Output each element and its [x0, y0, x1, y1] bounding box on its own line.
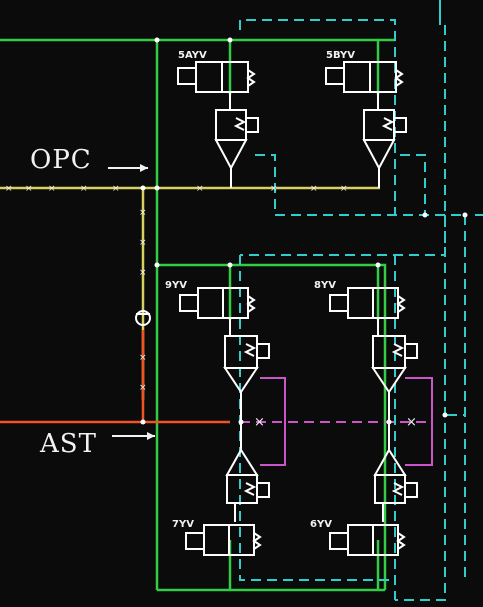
valve-5byv: 5BYV: [325, 50, 407, 188]
ast-label: AST: [39, 429, 97, 459]
valve-8yv: 8YV: [314, 280, 418, 422]
svg-text:×: ×: [310, 184, 318, 194]
node-dots: [140, 37, 468, 425]
svg-text:×: ×: [406, 415, 417, 430]
opc-label: OPC: [30, 145, 92, 175]
opc-arrow-icon: [108, 164, 148, 172]
svg-text:×: ×: [270, 184, 278, 194]
junction-markers: × × × × × × × × × × × × × × × ×: [5, 184, 417, 430]
svg-text:×: ×: [139, 383, 147, 393]
svg-text:×: ×: [80, 184, 88, 194]
svg-text:×: ×: [48, 184, 56, 194]
svg-text:×: ×: [254, 415, 265, 430]
svg-text:×: ×: [196, 184, 204, 194]
svg-text:×: ×: [139, 238, 147, 248]
magenta-drain-lines: [240, 377, 433, 466]
valve-6yv: 6YV: [310, 422, 418, 556]
green-supply-lines: [0, 38, 395, 592]
svg-text:×: ×: [112, 184, 120, 194]
svg-text:×: ×: [5, 184, 13, 194]
check-valve-icon: [135, 310, 151, 326]
ast-header-line: [0, 330, 230, 424]
cyan-drain-lines: [239, 0, 483, 601]
valve-5byv-label: 5BYV: [326, 50, 355, 61]
svg-text:×: ×: [139, 268, 147, 278]
valve-9yv: 9YV: [165, 280, 270, 422]
valve-7yv: 7YV: [172, 422, 270, 556]
svg-text:×: ×: [139, 208, 147, 218]
valve-5ayv-label: 5AYV: [178, 50, 207, 61]
valve-7yv-label: 7YV: [172, 519, 194, 530]
valve-9yv-label: 9YV: [165, 280, 187, 291]
svg-text:×: ×: [340, 184, 348, 194]
svg-text:×: ×: [25, 184, 33, 194]
valve-6yv-label: 6YV: [310, 519, 332, 530]
valve-5ayv: 5AYV: [177, 50, 259, 188]
ast-arrow-icon: [112, 432, 155, 440]
svg-text:×: ×: [139, 353, 147, 363]
valve-8yv-label: 8YV: [314, 280, 336, 291]
